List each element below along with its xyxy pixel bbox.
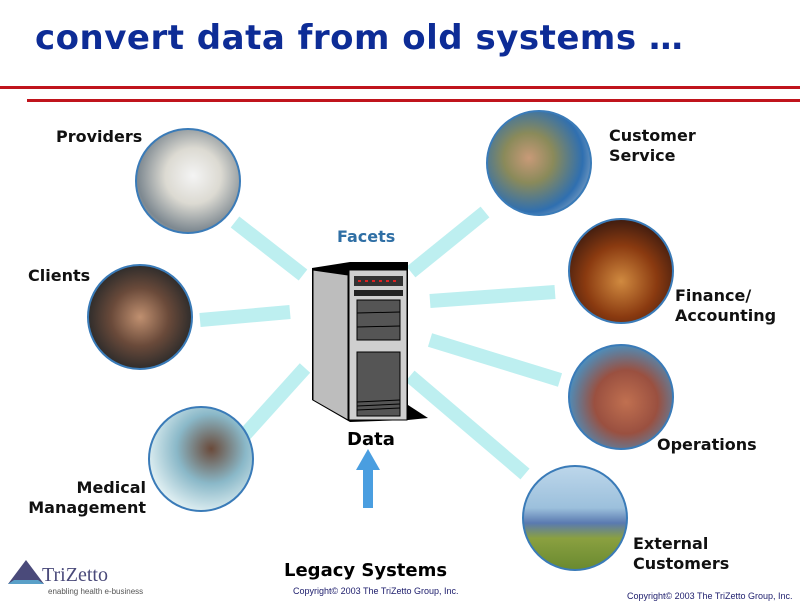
upward-arrow-icon	[356, 449, 380, 508]
copyright-right: Copyright© 2003 The TriZetto Group, Inc.	[627, 591, 793, 601]
connector-providers	[230, 216, 308, 281]
finance-accounting-photo	[568, 218, 674, 324]
medical-management-label: Medical Management	[28, 478, 146, 517]
finance-accounting-label: Finance/ Accounting	[675, 286, 777, 325]
copyright-center: Copyright© 2003 The TriZetto Group, Inc.	[293, 586, 459, 596]
customer-service-photo	[486, 110, 592, 216]
data-label: Data	[347, 429, 395, 450]
connector-customer-service	[406, 206, 490, 278]
facets-label: Facets	[337, 227, 396, 246]
logo-triangle-icon	[8, 560, 44, 584]
external-customers-label: External Customers	[633, 534, 730, 573]
connector-clients	[199, 305, 291, 327]
clients-label: Clients	[28, 266, 91, 285]
clients-photo	[87, 264, 193, 370]
connector-finance	[429, 285, 556, 308]
external-customers-photo	[522, 465, 628, 571]
operations-label: Operations	[657, 435, 757, 454]
medical-management-photo	[148, 406, 254, 512]
connector-external	[405, 370, 530, 480]
logo-name: TriZetto	[42, 564, 108, 586]
slide-title: convert data from old systems …	[35, 18, 684, 58]
connector-medical	[234, 363, 311, 445]
legacy-systems-label: Legacy Systems	[284, 560, 448, 581]
divider-bottom	[27, 99, 800, 102]
customer-service-label: Customer Service	[609, 126, 696, 165]
providers-label: Providers	[56, 127, 143, 146]
providers-photo	[135, 128, 241, 234]
divider-top	[0, 86, 800, 89]
operations-photo	[568, 344, 674, 450]
server-icon	[312, 262, 428, 422]
logo-tagline: enabling health e-business	[48, 587, 144, 596]
trizetto-logo: TriZetto enabling health e-business	[8, 560, 143, 596]
connector-operations	[427, 333, 563, 387]
